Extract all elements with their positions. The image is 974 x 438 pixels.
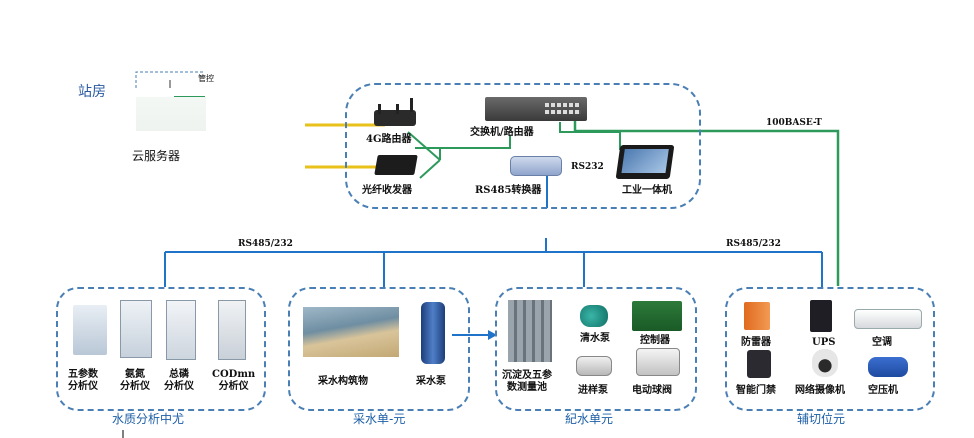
uplink-line xyxy=(573,118,840,286)
access-control-label: 智能门禁 xyxy=(736,385,776,396)
bus-label-right: RS485/232 xyxy=(726,239,781,249)
distribution-box xyxy=(495,287,697,411)
air-compressor-label: 空压机 xyxy=(868,385,898,396)
water-analysis-caption: 水质分析中尤 xyxy=(112,412,185,426)
analyzer-1-label: 五参数 分析仪 xyxy=(68,369,98,392)
industrial-pc-label: 工业一体机 xyxy=(622,185,672,196)
air-compressor-icon xyxy=(868,357,908,377)
auxiliary-box xyxy=(725,287,935,411)
fiber-transceiver-label: 光纤收发器 xyxy=(362,185,412,196)
ups-label: UPS xyxy=(812,337,836,348)
codmn-analyzer-icon xyxy=(218,300,246,360)
intake-structure-icon xyxy=(303,307,399,357)
settling-tank-label: 沉淀及五参 数测量池 xyxy=(502,370,552,393)
uplink-label: 100BASE-T xyxy=(766,118,822,128)
bus-label-left: RS485/232 xyxy=(238,239,293,249)
rs232-link-label: RS232 xyxy=(571,162,604,172)
air-conditioner-icon xyxy=(854,309,922,329)
network-camera-label: 网络摄像机 xyxy=(795,385,845,396)
analyzer-3-label: 总磷 分析仪 xyxy=(164,369,194,392)
core-network-box xyxy=(345,83,701,209)
controller-icon xyxy=(632,301,682,331)
switch-router-icon xyxy=(485,97,587,121)
network-camera-icon xyxy=(812,349,838,377)
controller-label: 控制器 xyxy=(640,335,670,346)
feed-pump-label: 进样泵 xyxy=(578,385,608,396)
auxiliary-caption: 辅切位元 xyxy=(797,412,846,426)
lightning-protector-icon xyxy=(744,302,770,330)
ups-icon xyxy=(810,300,832,332)
lightning-protector-label: 防雷器 xyxy=(741,337,771,348)
settling-tank-icon xyxy=(508,300,552,362)
sampling-pump-icon xyxy=(421,302,445,364)
rs485-converter-icon xyxy=(510,156,562,176)
five-param-analyzer-icon xyxy=(73,305,107,355)
clean-water-pump-label: 清水泵 xyxy=(580,333,610,344)
feed-pump-icon xyxy=(576,356,612,376)
ball-valve-label: 电动球阀 xyxy=(632,385,672,396)
air-conditioner-label: 空调 xyxy=(872,337,892,348)
sampling-pump-label: 采水泵 xyxy=(416,376,446,387)
distribution-caption: 紀水单元 xyxy=(565,412,614,426)
fiber-transceiver-icon xyxy=(374,155,418,175)
switch-router-label: 交换机/路由器 xyxy=(470,127,534,138)
ammonia-analyzer-icon xyxy=(120,300,152,358)
cloud-server-label: 云服务器 xyxy=(132,149,181,163)
cloud-fragment-text: 管控 xyxy=(198,74,214,83)
clean-water-pump-icon xyxy=(580,305,608,327)
sampling-box xyxy=(288,287,470,411)
analyzer-2-label: 氨氮 分析仪 xyxy=(120,369,150,392)
access-control-icon xyxy=(747,350,771,378)
sampling-caption: 采水单-元 xyxy=(353,412,406,426)
analyzer-4-label: CODmn 分析仪 xyxy=(212,369,256,392)
router-4g-icon xyxy=(374,98,418,126)
router-4g-label: 4G路由器 xyxy=(366,134,412,145)
water-analysis-box xyxy=(56,287,266,411)
rs485-converter-label: RS485转换器 xyxy=(475,185,542,196)
ball-valve-icon xyxy=(636,348,680,376)
router-link-line xyxy=(407,131,441,161)
station-room-label: 站房 xyxy=(78,84,106,100)
phosphorus-analyzer-icon xyxy=(166,300,196,360)
intake-structure-label: 采水构筑物 xyxy=(318,376,368,387)
industrial-pc-icon xyxy=(615,145,675,179)
cloud-server-icon xyxy=(136,97,206,131)
